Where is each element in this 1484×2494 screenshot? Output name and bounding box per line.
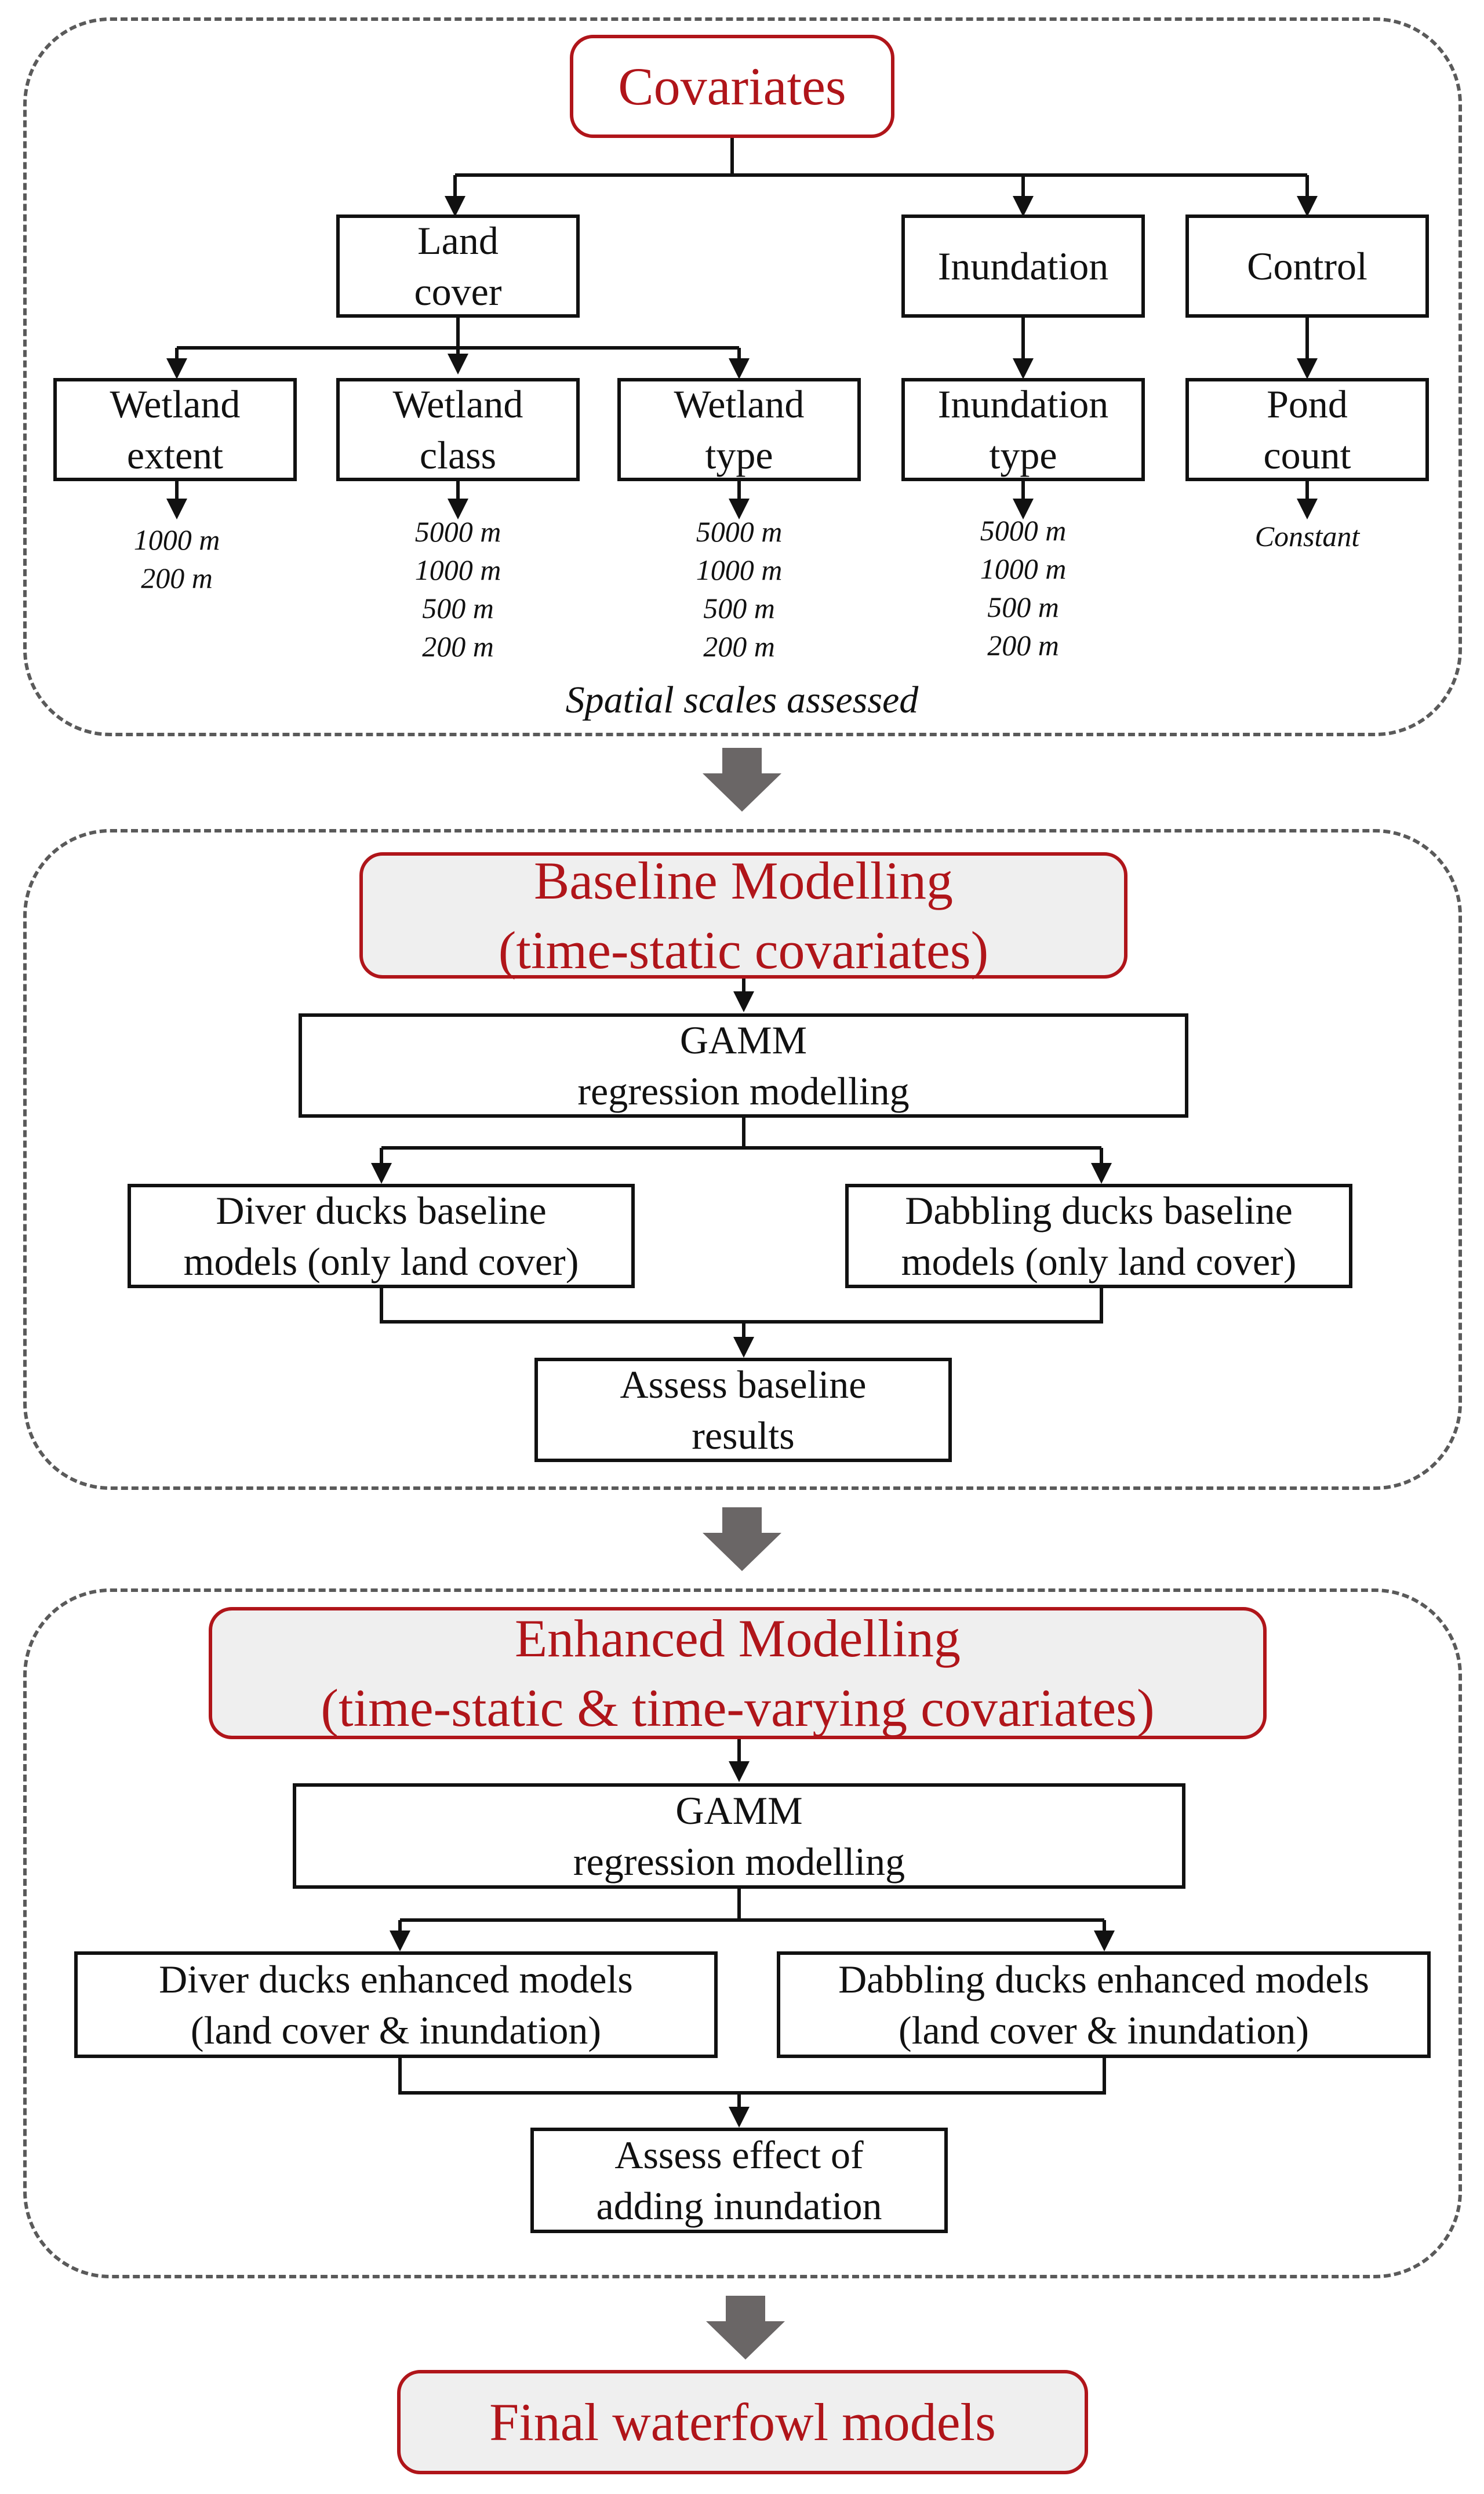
diver-baseline-box: Diver ducks baseline models (only land c…	[128, 1184, 635, 1288]
baseline-gamm-box: GAMM regression modelling	[299, 1013, 1188, 1118]
wetland-type-scales: 5000 m 1000 m 500 m 200 m	[696, 515, 783, 663]
land-cover-box: Land cover	[336, 215, 580, 318]
wetland-class-box: Wetland class	[336, 378, 580, 481]
covariates-title: Covariates	[570, 35, 894, 138]
enhanced-title: Enhanced Modelling (time-static & time-v…	[209, 1607, 1267, 1739]
diver-enhanced-box: Diver ducks enhanced models (land cover …	[74, 1951, 718, 2058]
enhanced-gamm-box: GAMM regression modelling	[293, 1783, 1185, 1889]
wetland-extent-box: Wetland extent	[53, 378, 297, 481]
assess-enhanced-box: Assess effect of adding inundation	[530, 2128, 948, 2233]
pond-count-box: Pond count	[1185, 378, 1429, 481]
baseline-title: Baseline Modelling (time-static covariat…	[359, 851, 1127, 980]
inundation-type-scales: 5000 m 1000 m 500 m 200 m	[980, 514, 1067, 661]
inundation-box: Inundation	[901, 215, 1145, 318]
control-box: Control	[1185, 215, 1429, 318]
pond-count-scales: Constant	[1254, 520, 1360, 552]
covariates-section	[23, 17, 1462, 736]
down-arrow-icon	[703, 748, 781, 812]
inundation-type-box: Inundation type	[901, 378, 1145, 481]
assess-baseline-box: Assess baseline results	[534, 1358, 952, 1462]
baseline-section	[23, 829, 1462, 1490]
final-models-title: Final waterfowl models	[397, 2370, 1088, 2474]
down-arrow-icon	[703, 1507, 781, 1571]
dabbling-enhanced-box: Dabbling ducks enhanced models (land cov…	[777, 1951, 1431, 2058]
wetland-type-box: Wetland type	[617, 378, 861, 481]
dabbling-baseline-box: Dabbling ducks baseline models (only lan…	[845, 1184, 1352, 1288]
spatial-scales-caption: Spatial scales assessed	[565, 679, 919, 721]
wetland-class-scales: 5000 m 1000 m 500 m 200 m	[414, 515, 501, 663]
wetland-extent-scales: 1000 m 200 m	[133, 523, 220, 594]
down-arrow-icon	[706, 2296, 785, 2360]
enhanced-section	[23, 1588, 1462, 2278]
